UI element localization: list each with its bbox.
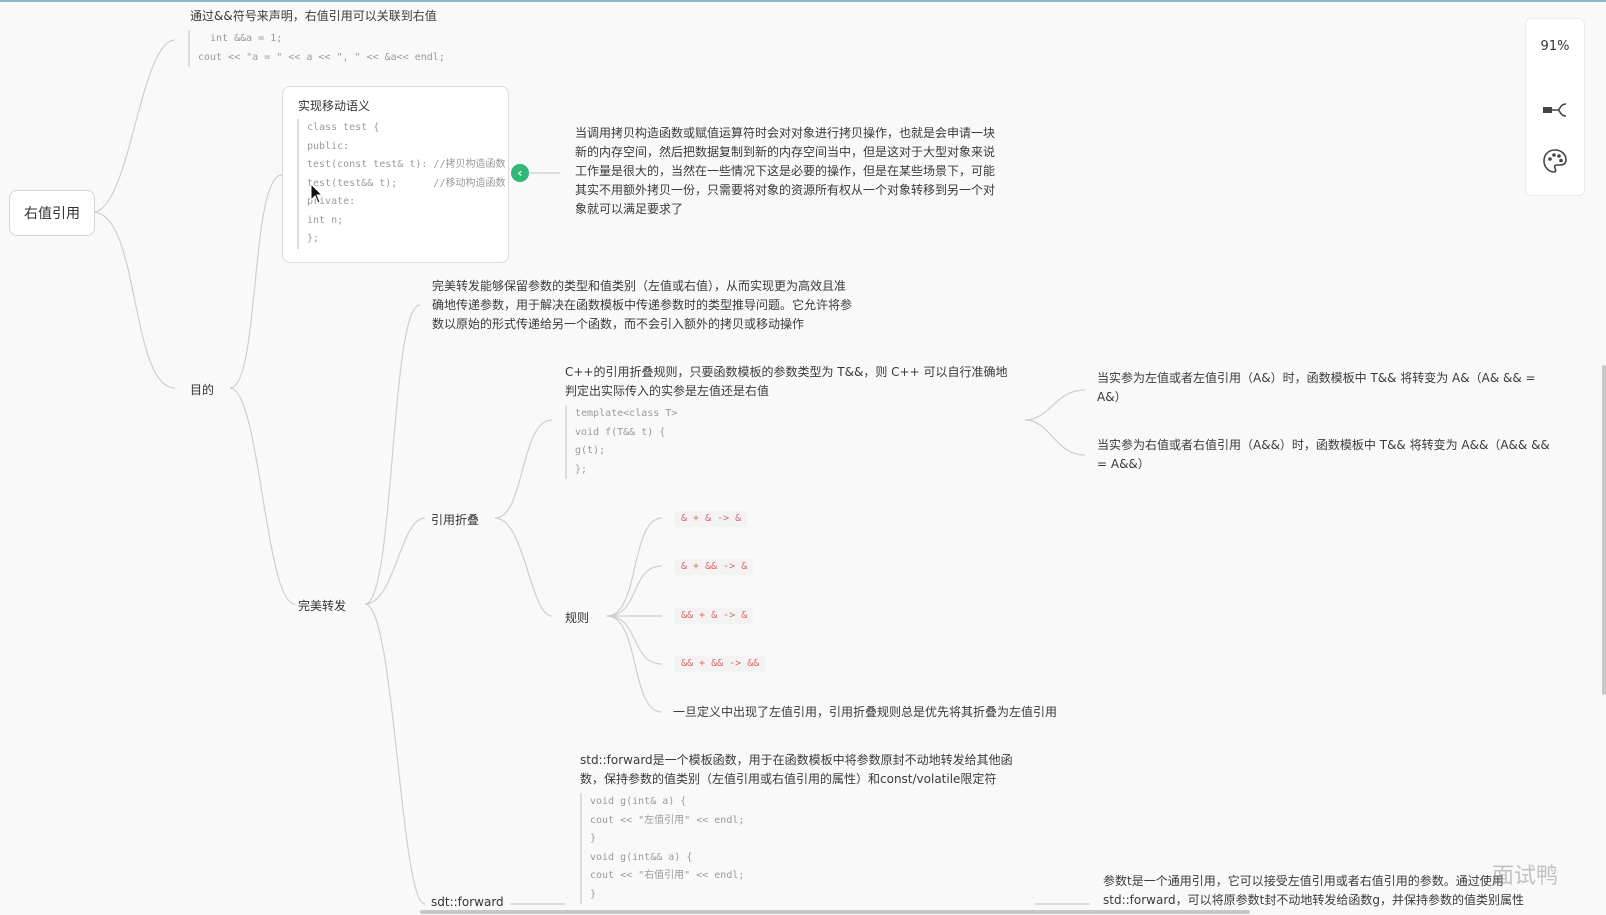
move-code-line: int n; <box>307 214 344 226</box>
structure-icon <box>1543 103 1567 117</box>
forward-code-line: void g(int& a) { <box>590 796 687 807</box>
move-code-line: }; <box>307 233 320 244</box>
collapse-code: template<class T> void f(T&& t) { g(t); … <box>565 405 677 479</box>
lvalue-case-line: A&） <box>1097 390 1127 404</box>
rule-chip[interactable]: && + && -> && <box>675 656 766 672</box>
intro-code-line: int &&a = 1; <box>210 33 283 44</box>
rules-note[interactable]: 一旦定义中出现了左值引用，引用折叠规则总是优先将其折叠为左值引用 <box>673 705 1058 719</box>
collapse-desc-line: 判定出实际传入的实参是左值还是右值 <box>565 384 770 398</box>
move-desc-line: 工作量是很大的，当然在一些情况下这是必要的操作，但是在某些场景下，可能 <box>575 164 996 178</box>
collapse-code-line: template<class T> <box>575 408 678 419</box>
rvalue-case-text[interactable]: 当实参为右值或者右值引用（A&&）时，函数模板中 T&& 将转变为 A&&（A&… <box>1097 436 1550 474</box>
mouse-cursor-icon <box>310 183 324 204</box>
rule-chip[interactable]: && + & -> & <box>675 608 754 624</box>
move-desc-line: 象就可以满足要求了 <box>575 202 684 216</box>
move-code-line: test(const test& t): //拷贝构造函数 <box>307 159 506 170</box>
perfect-forwarding-node[interactable]: 完美转发 <box>298 599 347 613</box>
move-semantics-title: 实现移动语义 <box>298 99 371 113</box>
collapse-button[interactable]: ‹ <box>511 164 529 182</box>
watermark: 面试鸭 <box>1492 864 1559 889</box>
chevron-left-icon: ‹ <box>517 166 523 180</box>
reference-collapsing-node[interactable]: 引用折叠 <box>431 513 480 527</box>
forward-note[interactable]: 参数t是一个通用引用，它可以接受左值引用或者右值引用的参数。通过使用 std::… <box>1103 872 1524 910</box>
perfect-desc-line: 确地传递参数，用于解决在函数模板中传递参数时的类型推导问题。它允许将参 <box>432 298 853 312</box>
intro-text[interactable]: 通过&&符号来声明，右值引用可以关联到右值 <box>190 9 437 23</box>
forward-note-line: std::forward，可以将原参数t封不动地转发给函数g，并保持参数的值类别… <box>1103 893 1524 907</box>
forward-code-line: } <box>590 833 597 844</box>
structure-toggle-button[interactable] <box>1542 97 1568 123</box>
move-code-line: test(test&& t); //移动构造函数 <box>307 177 506 189</box>
forward-desc-line: 数，保持参数的值类别（左值引用或右值引用的属性）和const/volatile限… <box>580 772 997 786</box>
rvalue-case-line: = A&&） <box>1097 457 1150 471</box>
rule-chip[interactable]: & + & -> & <box>675 511 748 527</box>
intro-code-line: cout << "a = " << a << ", " << &a<< endl… <box>198 51 445 63</box>
horizontal-scrollbar[interactable] <box>420 910 1250 914</box>
collapse-code-line: g(t); <box>575 445 606 456</box>
root-label: 右值引用 <box>24 206 80 222</box>
collapse-description[interactable]: C++的引用折叠规则，只要函数模板的参数类型为 T&&，则 C++ 可以自行准确… <box>565 363 1007 401</box>
vertical-scrollbar[interactable] <box>1602 365 1606 695</box>
perfect-forwarding-description[interactable]: 完美转发能够保留参数的类型和值类别（左值或右值），从而实现更为高效且准 确地传递… <box>432 277 852 334</box>
std-forward-node[interactable]: sdt::forward <box>431 895 504 909</box>
perfect-desc-line: 数以原始的形式传递给另一个函数，而不会引入额外的拷贝或移动操作 <box>432 317 805 331</box>
collapse-code-line: }; <box>575 463 588 475</box>
forward-code-line: } <box>590 888 597 900</box>
rvalue-case-line: 当实参为右值或者右值引用（A&&）时，函数模板中 T&& 将转变为 A&&（A&… <box>1097 438 1550 452</box>
move-code-line: private: <box>307 196 356 207</box>
rules-node[interactable]: 规则 <box>565 611 590 625</box>
theme-button[interactable] <box>1542 148 1568 174</box>
move-description[interactable]: 当调用拷贝构造函数或赋值运算符时会对对象进行拷贝操作，也就是会申请一块 新的内存… <box>575 124 995 219</box>
collapse-code-line: void f(T&& t) { <box>575 426 666 438</box>
forward-code-line: cout << "左值引用" << endl; <box>590 814 745 826</box>
move-desc-line: 新的内存空间，然后把数据复制到新的内存空间当中，但是这对于大型对象来说 <box>575 145 996 159</box>
intro-code: int &&a = 1; cout << "a = " << a << ", "… <box>188 30 445 67</box>
lvalue-case-text[interactable]: 当实参为左值或者左值引用（A&）时，函数模板中 T&& 将转变为 A&（A& &… <box>1097 369 1536 407</box>
lvalue-case-line: 当实参为左值或者左值引用（A&）时，函数模板中 T&& 将转变为 A&（A& &… <box>1097 371 1536 385</box>
top-border <box>0 0 1606 2</box>
forward-description[interactable]: std::forward是一个模板函数，用于在函数模板中将参数原封不动地转发给其… <box>580 751 1013 789</box>
rule-chip[interactable]: & + && -> & <box>675 559 754 575</box>
move-desc-line: 其实不用额外拷贝一份，只需要将对象的资源所有权从一个对象转移到另一个对 <box>575 183 996 197</box>
root-node[interactable]: 右值引用 <box>9 190 95 236</box>
perfect-desc-line: 完美转发能够保留参数的类型和值类别（左值或右值），从而实现更为高效且准 <box>432 279 847 293</box>
move-desc-line: 当调用拷贝构造函数或赋值运算符时会对对象进行拷贝操作，也就是会申请一块 <box>575 126 996 140</box>
forward-code-line: void g(int&& a) { <box>590 851 693 863</box>
palette-icon <box>1543 149 1567 173</box>
move-code-line: public: <box>307 140 350 152</box>
forward-code: void g(int& a) { cout << "左值引用" << endl;… <box>580 793 744 904</box>
move-semantics-card[interactable]: 实现移动语义 class test { public: test(const t… <box>282 86 509 263</box>
forward-note-line: 参数t是一个通用引用，它可以接受左值引用或者右值引用的参数。通过使用 <box>1103 874 1504 888</box>
forward-code-line: cout << "右值引用" << endl; <box>590 870 745 881</box>
purpose-node[interactable]: 目的 <box>190 383 215 397</box>
forward-desc-line: std::forward是一个模板函数，用于在函数模板中将参数原封不动地转发给其… <box>580 753 1013 767</box>
collapse-desc-line: C++的引用折叠规则，只要函数模板的参数类型为 T&&，则 C++ 可以自行准确… <box>565 365 1008 379</box>
move-code: class test { public: test(const test& t)… <box>297 119 505 249</box>
side-toolbar: 91% <box>1525 18 1585 196</box>
move-code-line: class test { <box>307 122 380 133</box>
zoom-level[interactable]: 91% <box>1540 39 1570 54</box>
